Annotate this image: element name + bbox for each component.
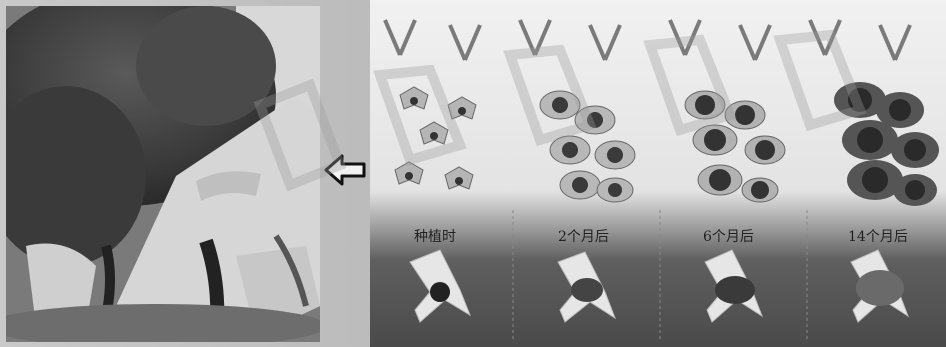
stage-label-3: 14个月后 bbox=[848, 229, 908, 245]
growth-diagram: 种植时 2个月后 6个月后 14个月后 bbox=[370, 0, 946, 347]
arrow-left-icon bbox=[324, 154, 366, 186]
stage-label-2: 6个月后 bbox=[703, 229, 754, 245]
stage-label-0: 种植时 bbox=[414, 229, 456, 245]
tree-photo bbox=[6, 6, 320, 342]
stage-label-1: 2个月后 bbox=[558, 229, 609, 245]
